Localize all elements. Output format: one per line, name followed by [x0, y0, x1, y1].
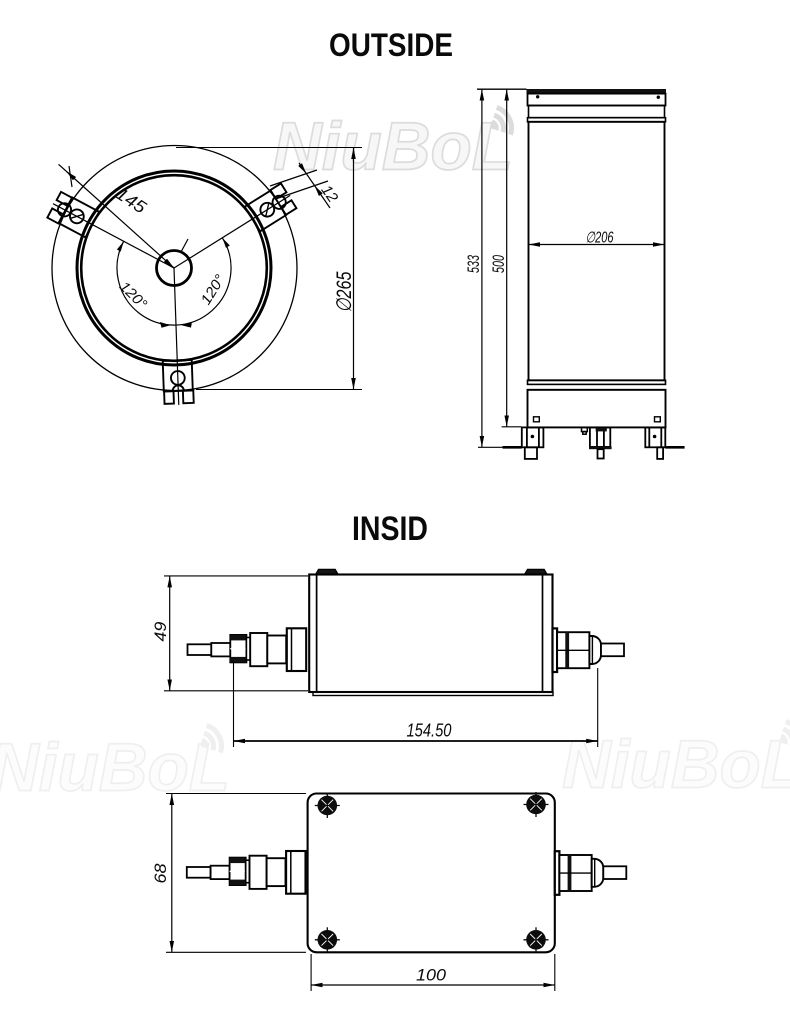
svg-text:OUTSIDE: OUTSIDE	[329, 27, 453, 63]
svg-text:INSID: INSID	[352, 510, 428, 548]
svg-text:100: 100	[416, 967, 447, 985]
svg-text:∅206: ∅206	[586, 230, 614, 247]
svg-text:500: 500	[489, 255, 508, 273]
svg-text:154.50: 154.50	[407, 720, 453, 741]
svg-text:∅265: ∅265	[333, 271, 356, 312]
svg-text:68: 68	[151, 863, 170, 884]
svg-text:12: 12	[317, 182, 341, 206]
svg-text:49: 49	[151, 621, 170, 642]
svg-text:NiuBoL: NiuBoL	[0, 730, 230, 806]
svg-text:120°: 120°	[198, 272, 229, 308]
svg-text:533: 533	[464, 255, 483, 273]
svg-text:NiuBoL: NiuBoL	[562, 727, 790, 803]
